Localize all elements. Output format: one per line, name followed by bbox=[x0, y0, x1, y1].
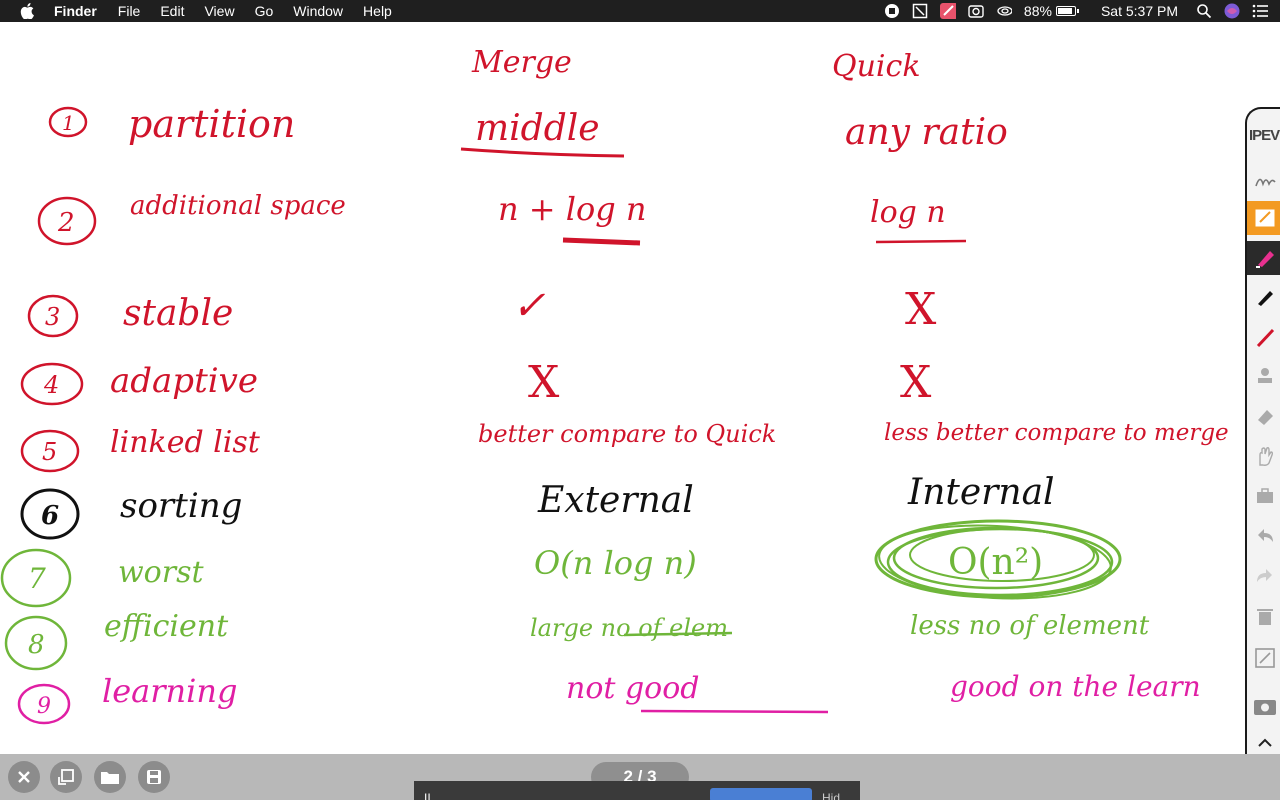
battery-icon bbox=[1055, 6, 1076, 16]
row-number: 7 bbox=[28, 562, 46, 595]
menu-help[interactable]: Help bbox=[363, 3, 392, 19]
row-number: 8 bbox=[28, 630, 45, 660]
menu-app-name[interactable]: Finder bbox=[54, 3, 97, 19]
siri-icon[interactable] bbox=[1224, 3, 1240, 19]
merge-value: External bbox=[537, 480, 694, 521]
menu-window[interactable]: Window bbox=[293, 3, 344, 19]
row-number: 3 bbox=[45, 303, 60, 331]
row-number: 6 bbox=[41, 501, 59, 531]
merge-value: large no of elem bbox=[530, 614, 728, 642]
highlighter-icon[interactable] bbox=[1247, 241, 1280, 275]
heading-merge: Merge bbox=[471, 45, 572, 80]
row-label: efficient bbox=[104, 609, 229, 644]
camera-app-icon[interactable] bbox=[968, 3, 984, 19]
notification-hide-button[interactable]: Hid bbox=[822, 791, 841, 800]
row-1: 1 partition middle any ratio bbox=[48, 102, 1008, 158]
row-3: 3 stable ✓ X bbox=[27, 283, 937, 338]
whiteboard-canvas[interactable]: Merge Quick 1 partition middle any ratio… bbox=[0, 22, 1245, 754]
row-5: 5 linked list better compare to Quick le… bbox=[20, 420, 1229, 473]
heading-quick: Quick bbox=[832, 49, 921, 84]
merge-value: X bbox=[528, 357, 560, 408]
row-number: 5 bbox=[42, 438, 57, 466]
row-2: 2 additional space n + log n log n bbox=[37, 190, 967, 246]
row-8: 8 efficient large no of elem less no of … bbox=[4, 609, 1150, 671]
row-9: 9 learning not good good on the learn bbox=[17, 670, 1201, 725]
notification-banner: II ... Hid bbox=[414, 781, 860, 800]
merge-value: not good bbox=[566, 671, 700, 706]
crop-icon[interactable] bbox=[912, 3, 928, 19]
screen-annotate-icon[interactable] bbox=[1247, 201, 1280, 235]
row-number: 1 bbox=[62, 111, 75, 135]
collapse-icon[interactable] bbox=[1247, 731, 1280, 753]
spotlight-search-icon[interactable] bbox=[1196, 3, 1212, 19]
row-label: additional space bbox=[130, 191, 346, 221]
bottom-toolbar: 2 / 3 II ... Hid bbox=[0, 754, 1280, 800]
row-label: sorting bbox=[120, 486, 242, 526]
quick-value: less no of element bbox=[910, 611, 1150, 641]
row-4: 4 adaptive X X bbox=[20, 357, 932, 408]
row-number: 2 bbox=[57, 208, 75, 238]
merge-value: better compare to Quick bbox=[478, 420, 776, 448]
toolbox-icon[interactable] bbox=[1247, 479, 1280, 513]
battery-indicator[interactable]: 88% bbox=[1024, 3, 1079, 19]
redo-icon[interactable] bbox=[1247, 559, 1280, 593]
merge-value: n + log n bbox=[498, 190, 647, 228]
palette-brand: IPEV bbox=[1249, 127, 1280, 144]
save-icon[interactable] bbox=[138, 761, 170, 793]
scribble-icon[interactable] bbox=[1247, 164, 1280, 198]
quick-value: good on the learn bbox=[950, 670, 1201, 703]
annotation-tool-palette: IPEV bbox=[1245, 107, 1280, 754]
quick-value: X bbox=[905, 284, 937, 335]
quick-value: Internal bbox=[907, 472, 1055, 513]
capture-icon[interactable] bbox=[1247, 641, 1280, 675]
notification-text: II ... bbox=[424, 791, 445, 800]
quick-value: less better compare to merge bbox=[884, 420, 1229, 446]
trash-icon[interactable] bbox=[1247, 599, 1280, 633]
row-number: 4 bbox=[43, 371, 59, 399]
apple-menu-icon[interactable] bbox=[20, 3, 36, 19]
row-7: 7 worst O(n log n) O(n²) bbox=[0, 519, 1122, 608]
hand-icon[interactable] bbox=[1247, 439, 1280, 473]
merge-value: O(n log n) bbox=[534, 544, 697, 582]
quick-value: log n bbox=[870, 195, 946, 230]
record-icon[interactable] bbox=[884, 3, 900, 19]
menu-view[interactable]: View bbox=[204, 3, 235, 19]
quick-value: X bbox=[900, 357, 932, 408]
row-label: worst bbox=[118, 555, 204, 590]
row-label: linked list bbox=[110, 425, 261, 460]
merge-value: ✓ bbox=[512, 283, 546, 329]
row-label: adaptive bbox=[110, 361, 258, 401]
row-label: partition bbox=[128, 102, 295, 146]
battery-percent: 88% bbox=[1023, 3, 1052, 19]
clock[interactable]: Sat 5:37 PM bbox=[1100, 3, 1178, 19]
open-folder-icon[interactable] bbox=[94, 761, 126, 793]
wifi-like-icon[interactable] bbox=[996, 3, 1012, 19]
camera-icon[interactable] bbox=[1247, 689, 1280, 723]
quick-value: any ratio bbox=[845, 112, 1008, 153]
pen-red-icon[interactable] bbox=[1247, 320, 1280, 354]
pen-black-icon[interactable] bbox=[1247, 280, 1280, 314]
row-number: 9 bbox=[37, 694, 51, 719]
close-icon[interactable] bbox=[8, 761, 40, 793]
undo-icon[interactable] bbox=[1247, 519, 1280, 553]
menu-file[interactable]: File bbox=[117, 3, 141, 19]
eraser-icon[interactable] bbox=[1247, 399, 1280, 433]
notification-center-icon[interactable] bbox=[1252, 3, 1268, 19]
notification-primary-button[interactable] bbox=[710, 788, 812, 800]
new-board-icon[interactable] bbox=[50, 761, 82, 793]
row-6: 6 sorting External Internal bbox=[20, 472, 1055, 540]
menu-edit[interactable]: Edit bbox=[160, 3, 185, 19]
row-label: stable bbox=[123, 293, 233, 334]
stamp-icon[interactable] bbox=[1247, 359, 1280, 393]
pen-app-icon[interactable] bbox=[939, 3, 956, 19]
row-label: learning bbox=[102, 672, 237, 710]
quick-value: O(n²) bbox=[948, 542, 1043, 583]
menu-bar: Finder File Edit View Go Window Help 88%… bbox=[0, 0, 1280, 22]
menu-go[interactable]: Go bbox=[254, 3, 274, 19]
merge-value: middle bbox=[475, 108, 600, 149]
